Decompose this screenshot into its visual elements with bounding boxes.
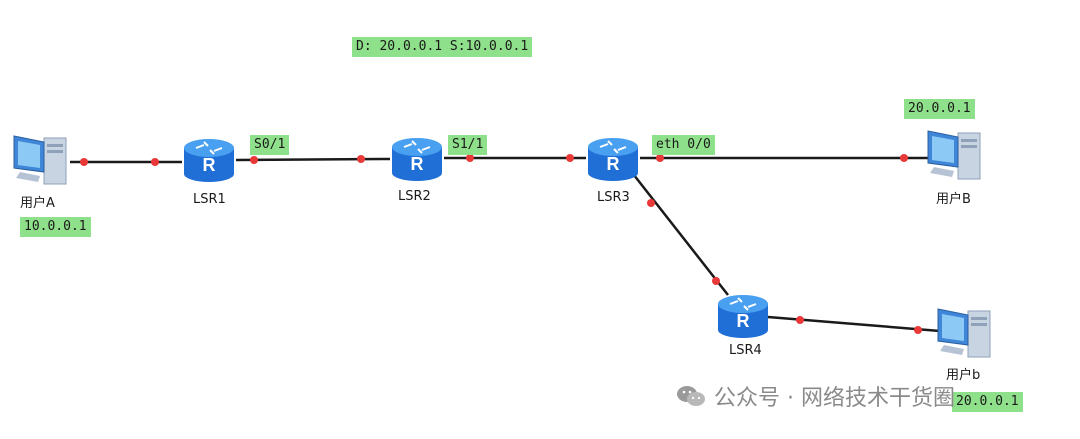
interface-tag-lsr3: eth 0/0: [652, 135, 715, 155]
link-lsr1-lsr2: [235, 157, 391, 162]
router-label-lsr4: LSR4: [729, 343, 762, 358]
router-icon: R: [718, 295, 768, 338]
computer-icon: [13, 135, 67, 185]
router-icon: R: [392, 138, 442, 181]
computer-icon: [937, 308, 991, 358]
router-label-lsr3: LSR3: [597, 190, 630, 205]
port-dot: [357, 155, 365, 163]
port-dot: [656, 154, 664, 162]
pc-user-b[interactable]: [924, 127, 984, 183]
host-label-user-b: 用户B: [936, 192, 971, 207]
interface-tag-lsr2: S1/1: [448, 135, 488, 155]
svg-text:R: R: [411, 154, 424, 174]
watermark-text: 公众号 · 网络技术干货圈: [714, 386, 955, 411]
pc-user-b-lower[interactable]: [934, 305, 994, 361]
interface-tag-lsr1: S0/1: [250, 135, 290, 155]
router-icon: R: [588, 138, 638, 181]
router-lsr4[interactable]: R: [716, 290, 770, 340]
ip-tag-user-a: 10.0.0.1: [20, 217, 91, 237]
port-dot: [796, 316, 804, 324]
host-label-user-a: 用户A: [20, 196, 55, 211]
host-label-user-b-lower: 用户b: [946, 368, 981, 383]
router-label-lsr2: LSR2: [398, 189, 431, 204]
link-lsr3-lsr4: [629, 169, 729, 296]
packet-header-tag: D: 20.0.0.1 S:10.0.0.1: [352, 37, 533, 57]
port-dot: [151, 158, 159, 166]
computer-icon: [927, 130, 981, 180]
port-dot: [466, 154, 474, 162]
port-dot: [566, 154, 574, 162]
wechat-icon: [677, 386, 705, 406]
svg-text:R: R: [607, 154, 620, 174]
router-lsr3[interactable]: R: [586, 133, 640, 183]
port-dot: [250, 156, 258, 164]
router-label-lsr1: LSR1: [193, 192, 226, 207]
ip-tag-user-b: 20.0.0.1: [904, 99, 975, 119]
svg-text:R: R: [203, 155, 216, 175]
port-dot: [900, 154, 908, 162]
router-lsr1[interactable]: R: [182, 134, 236, 184]
router-lsr2[interactable]: R: [390, 133, 444, 183]
watermark: 公众号 · 网络技术干货圈: [676, 380, 955, 412]
port-dots: [80, 154, 922, 334]
pc-user-a[interactable]: [10, 132, 70, 188]
port-dot: [712, 277, 720, 285]
port-dot: [80, 158, 88, 166]
svg-text:R: R: [737, 311, 750, 331]
port-dot: [914, 326, 922, 334]
router-icon: R: [184, 139, 234, 182]
ip-tag-user-b-lower: 20.0.0.1: [952, 392, 1023, 412]
port-dot: [647, 199, 655, 207]
